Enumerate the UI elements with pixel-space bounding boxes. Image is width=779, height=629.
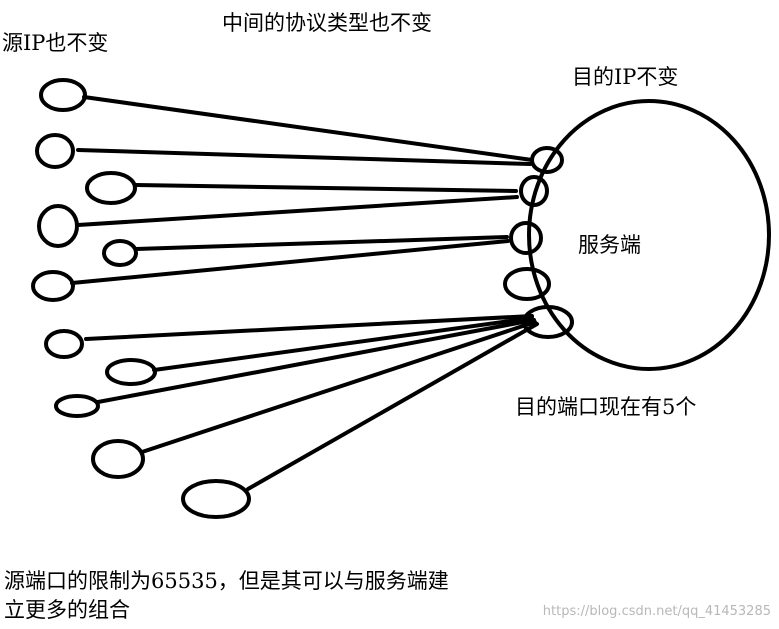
- connection-line: [246, 322, 539, 491]
- protocol-label: 中间的协议类型也不变: [222, 11, 432, 35]
- connection-line: [84, 314, 534, 341]
- connection-line: [140, 320, 537, 454]
- source-port: [37, 204, 79, 248]
- connection-line: [76, 148, 532, 166]
- dest-port: [519, 175, 549, 207]
- source-port: [105, 358, 157, 386]
- server-label: 服务端: [578, 233, 641, 257]
- source-port: [31, 270, 75, 302]
- connection-line: [82, 95, 534, 162]
- source-port: [181, 479, 251, 519]
- source-port: [44, 329, 84, 359]
- source-port: [35, 133, 75, 169]
- dest-ip-label: 目的IP不变: [572, 65, 679, 89]
- source-port: [91, 439, 145, 479]
- source-port: [39, 78, 87, 112]
- dest-port: [509, 221, 543, 255]
- source-port: [85, 171, 137, 205]
- connection-line: [152, 316, 534, 372]
- connection-line: [70, 239, 510, 285]
- watermark: https://blog.csdn.net/qq_41453285: [542, 604, 771, 619]
- connection-line: [76, 195, 519, 227]
- connection-line: [134, 183, 518, 193]
- source-port: [102, 239, 138, 267]
- dest-port: [522, 305, 574, 339]
- note-line-1: 源端口的限制为65535，但是其可以与服务端建: [4, 569, 449, 593]
- note-line-2: 立更多的组合: [4, 598, 130, 622]
- dest-ports-label: 目的端口现在有5个: [515, 395, 697, 419]
- source-port: [54, 394, 100, 418]
- dest-port: [530, 146, 564, 174]
- connection-line: [134, 235, 509, 251]
- connection-line: [96, 318, 536, 404]
- source-ip-label: 源IP也不变: [2, 31, 109, 55]
- dest-port: [503, 267, 551, 301]
- server-node: [527, 99, 771, 371]
